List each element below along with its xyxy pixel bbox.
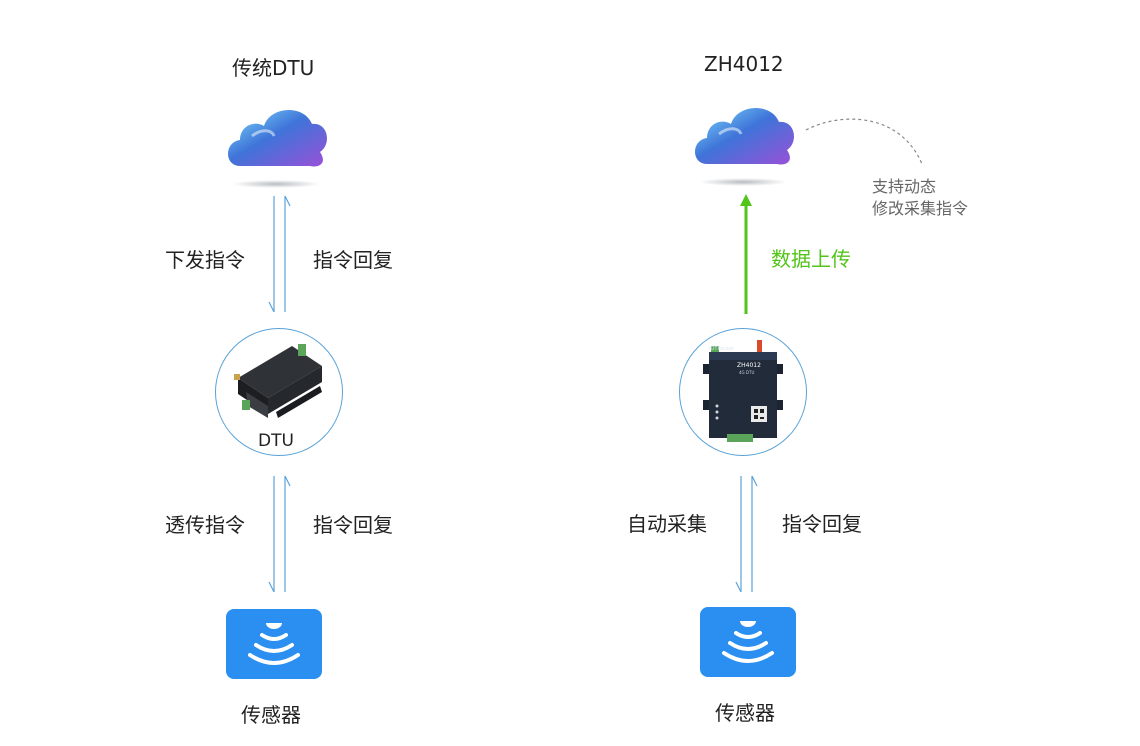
data-upload-label: 数据上传 <box>771 247 851 271</box>
note-line-2: 修改采集指令 <box>872 199 969 218</box>
cloud-icon <box>689 96 797 188</box>
device-sub-text: 4G DTU <box>739 370 755 375</box>
command-reply-top-label: 指令回复 <box>313 248 393 272</box>
dynamic-note: 支持动态 修改采集指令 <box>872 176 968 220</box>
left-bottom-arrows <box>264 474 294 596</box>
right-sensor-label: 传感器 <box>715 701 775 725</box>
dtu-device-icon <box>228 338 328 422</box>
left-top-arrows <box>264 194 294 316</box>
device-model-text: ZH4012 <box>737 362 761 369</box>
sensor-wave-icon <box>722 621 774 663</box>
left-title: 传统DTU <box>232 56 315 80</box>
sensor-icon <box>226 609 322 679</box>
cloud-icon <box>222 98 330 190</box>
zh4012-device-icon <box>701 338 785 444</box>
left-sensor-label: 传感器 <box>241 703 301 727</box>
dashed-curve-connector <box>800 112 930 172</box>
command-reply-right-label: 指令回复 <box>782 512 862 536</box>
right-bottom-arrows <box>731 474 761 596</box>
down-command-label: 下发指令 <box>165 248 245 272</box>
note-line-1: 支持动态 <box>872 177 937 196</box>
dtu-device-label: DTU <box>258 431 294 451</box>
sensor-wave-icon <box>248 623 300 665</box>
sensor-icon <box>700 607 796 677</box>
command-reply-bottom-label: 指令回复 <box>313 513 393 537</box>
passthrough-command-label: 透传指令 <box>165 513 245 537</box>
device-brand-text: IOTRouter <box>709 346 735 352</box>
auto-collect-label: 自动采集 <box>627 512 707 536</box>
right-title: ZH4012 <box>704 52 784 76</box>
data-upload-arrow <box>736 192 756 316</box>
